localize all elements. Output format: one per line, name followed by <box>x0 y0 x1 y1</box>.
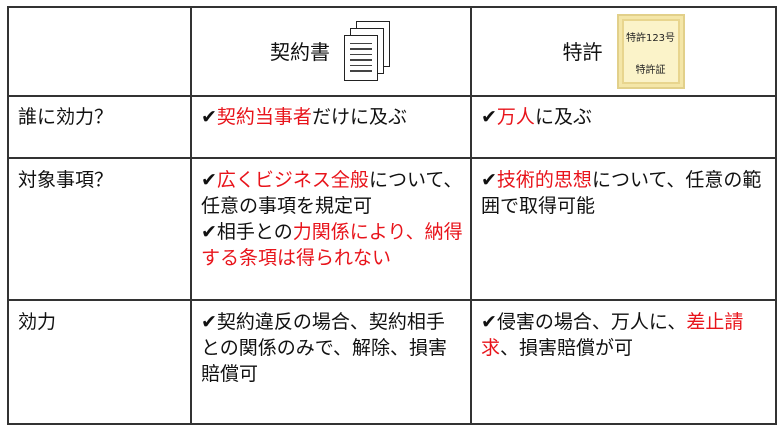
header-contract-label: 契約書 <box>270 39 330 64</box>
row-divider-1 <box>9 95 775 97</box>
row-label-scope: 誰に効力？ <box>18 106 114 128</box>
header-patent: 特許 特許123号 特許証 <box>472 8 775 95</box>
contract-scope-cell: ✔契約当事者だけに及ぶ <box>201 106 407 128</box>
contract-subject-item-2: ✔相手との力関係により、納得する条項は得られない <box>201 221 463 269</box>
row-label-subject: 対象事項？ <box>18 169 114 191</box>
row-label-effect: 効力 <box>18 311 57 333</box>
document-stack-icon <box>344 20 392 83</box>
contract-effect-cell: ✔契約違反の場合、契約相手との関係のみで、解除、損害賠償可 <box>201 311 448 385</box>
contract-subject-item-1: ✔広くビジネス全般について、任意の事項を規定可 <box>201 169 463 217</box>
check-icon: ✔ <box>481 311 497 333</box>
check-icon: ✔ <box>481 106 497 128</box>
row-divider-3 <box>9 299 775 301</box>
patent-effect-cell: ✔侵害の場合、万人に、差止請求、損害賠償が可 <box>481 311 744 359</box>
patent-subject-cell: ✔技術的思想について、任意の範囲で取得可能 <box>481 169 762 217</box>
patent-scope-cell: ✔万人に及ぶ <box>481 106 592 128</box>
comparison-table: 契約書 特許 特許123号 特許証 誰に効力？ ✔契約当事者だけに及ぶ ✔万人に… <box>7 6 777 425</box>
check-icon: ✔ <box>481 169 497 191</box>
row-divider-2 <box>9 157 775 159</box>
check-icon: ✔ <box>201 311 217 333</box>
header-patent-label: 特許 <box>562 39 603 64</box>
certificate-number: 特許123号 <box>625 33 676 44</box>
header-empty-cell <box>9 8 190 95</box>
certificate-title: 特許証 <box>635 65 666 76</box>
contract-subject-cell: ✔広くビジネス全般について、任意の事項を規定可 ✔相手との力関係により、納得する… <box>201 167 463 271</box>
check-icon: ✔ <box>201 106 217 128</box>
check-icon: ✔ <box>201 221 217 243</box>
check-icon: ✔ <box>201 169 217 191</box>
header-contract: 契約書 <box>192 8 470 95</box>
patent-certificate-icon: 特許123号 特許証 <box>616 14 685 89</box>
column-divider-2 <box>470 8 472 423</box>
column-divider-1 <box>190 8 192 423</box>
